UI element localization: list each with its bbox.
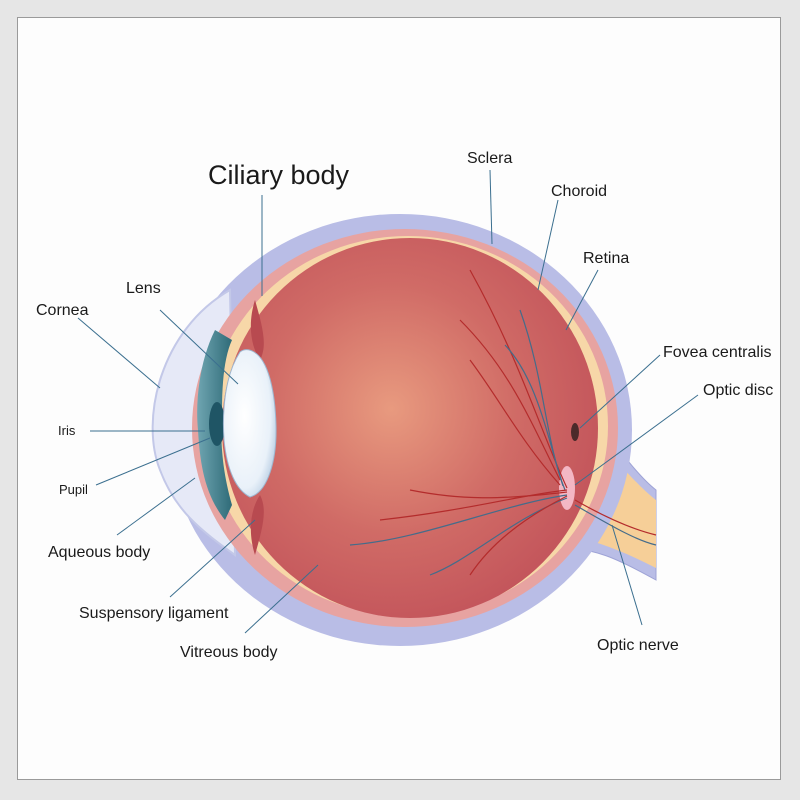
label-sclera: Sclera (467, 150, 512, 167)
label-aqueous-body: Aqueous body (48, 544, 150, 561)
leader-lines (77, 169, 699, 634)
fovea-centralis (571, 423, 579, 441)
pupil (209, 402, 225, 446)
label-fovea-centralis: Fovea centralis (663, 344, 772, 361)
label-cornea: Cornea (36, 302, 89, 319)
label-suspensory-ligament: Suspensory ligament (79, 605, 229, 622)
ciliary-body-upper (250, 300, 264, 360)
label-optic-disc: Optic disc (703, 382, 773, 399)
label-lens: Lens (126, 280, 161, 297)
lens (222, 349, 277, 498)
ciliary-body-lower (250, 495, 264, 555)
label-pupil: Pupil (59, 482, 88, 497)
label-vitreous-body: Vitreous body (180, 644, 278, 661)
label-iris: Iris (58, 423, 76, 438)
title-ciliary-body: Ciliary body (208, 160, 350, 190)
vitreous-body (222, 238, 598, 618)
label-retina: Retina (583, 250, 629, 267)
label-choroid: Choroid (551, 183, 607, 200)
label-optic-nerve: Optic nerve (597, 637, 679, 654)
retinal-vessels (349, 269, 657, 576)
